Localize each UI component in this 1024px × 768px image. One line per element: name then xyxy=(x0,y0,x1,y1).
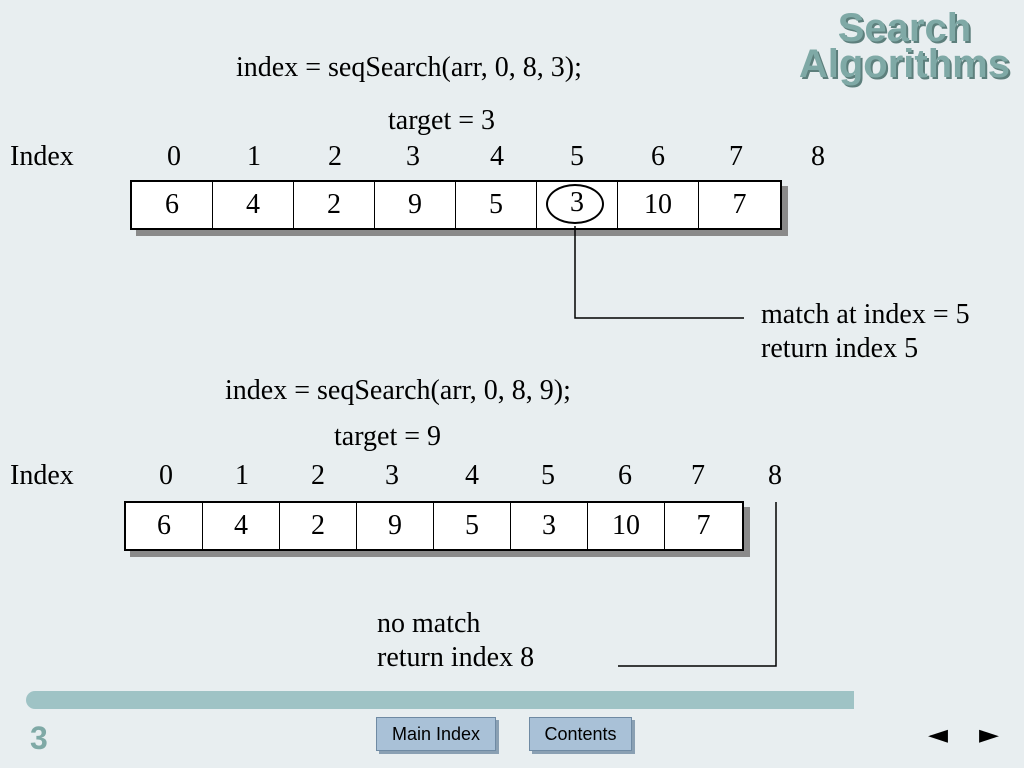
page-number: 3 xyxy=(30,720,48,756)
index-label: 3 xyxy=(385,460,399,491)
array-cell: 5 xyxy=(456,182,537,228)
example1-connector xyxy=(574,226,744,319)
contents-button[interactable]: Contents xyxy=(529,717,632,751)
array-cell: 3 xyxy=(511,503,588,549)
index-label: 5 xyxy=(541,460,555,491)
example1-note-line2: return index 5 xyxy=(761,333,919,364)
array-cell: 5 xyxy=(434,503,511,549)
index-label: 7 xyxy=(729,141,743,172)
index-label: 6 xyxy=(651,141,665,172)
example1-array: 6 4 2 9 5 3 10 7 xyxy=(130,180,782,230)
slide-title-line-1: Search xyxy=(837,6,972,50)
array-cell-match: 3 xyxy=(537,182,618,228)
slide-title-line-2: Algorithms xyxy=(798,42,1010,86)
index-label: 0 xyxy=(167,141,181,172)
array-cell: 6 xyxy=(132,182,213,228)
index-label: 7 xyxy=(691,460,705,491)
example2-array: 6 4 2 9 5 3 10 7 xyxy=(124,501,744,551)
array-cell: 9 xyxy=(375,182,456,228)
slide-title: Search Algorithms xyxy=(798,6,1010,86)
example2-note-line2: return index 8 xyxy=(377,642,535,673)
index-label: 1 xyxy=(247,141,261,172)
array-cell: 2 xyxy=(294,182,375,228)
index-label: 4 xyxy=(490,141,504,172)
array-cell: 4 xyxy=(203,503,280,549)
match-circle xyxy=(546,184,604,224)
array-cell: 10 xyxy=(618,182,699,228)
array-cell: 4 xyxy=(213,182,294,228)
example1-call: index = seqSearch(arr, 0, 8, 3); xyxy=(236,52,582,83)
example1-note-line1: match at index = 5 xyxy=(761,299,970,330)
index-label: 5 xyxy=(570,141,584,172)
index-label: 8 xyxy=(811,141,825,172)
index-label: 6 xyxy=(618,460,632,491)
example1-target: target = 3 xyxy=(388,105,496,136)
array-cell: 9 xyxy=(357,503,434,549)
index-label: 2 xyxy=(311,460,325,491)
array-cell: 2 xyxy=(280,503,357,549)
example2-index-label: Index xyxy=(10,460,74,491)
example2-call: index = seqSearch(arr, 0, 8, 9); xyxy=(225,375,571,406)
index-label: 1 xyxy=(235,460,249,491)
index-label: 0 xyxy=(159,460,173,491)
prev-arrow-icon[interactable]: ◄ xyxy=(928,720,948,750)
array-cell: 7 xyxy=(696,510,711,541)
array-cell: 7 xyxy=(732,189,747,220)
example2-note-line1: no match xyxy=(377,608,481,639)
index-label: 4 xyxy=(465,460,479,491)
example1-index-label: Index xyxy=(10,141,74,172)
index-label: 3 xyxy=(406,141,420,172)
array-cell: 10 xyxy=(588,503,665,549)
example2-target: target = 9 xyxy=(334,421,442,452)
index-label: 8 xyxy=(768,460,782,491)
main-index-button[interactable]: Main Index xyxy=(376,717,496,751)
next-arrow-icon[interactable]: ► xyxy=(979,720,999,750)
index-label: 2 xyxy=(328,141,342,172)
example2-connector xyxy=(618,502,777,667)
progress-bar xyxy=(26,691,854,709)
array-cell: 6 xyxy=(126,503,203,549)
